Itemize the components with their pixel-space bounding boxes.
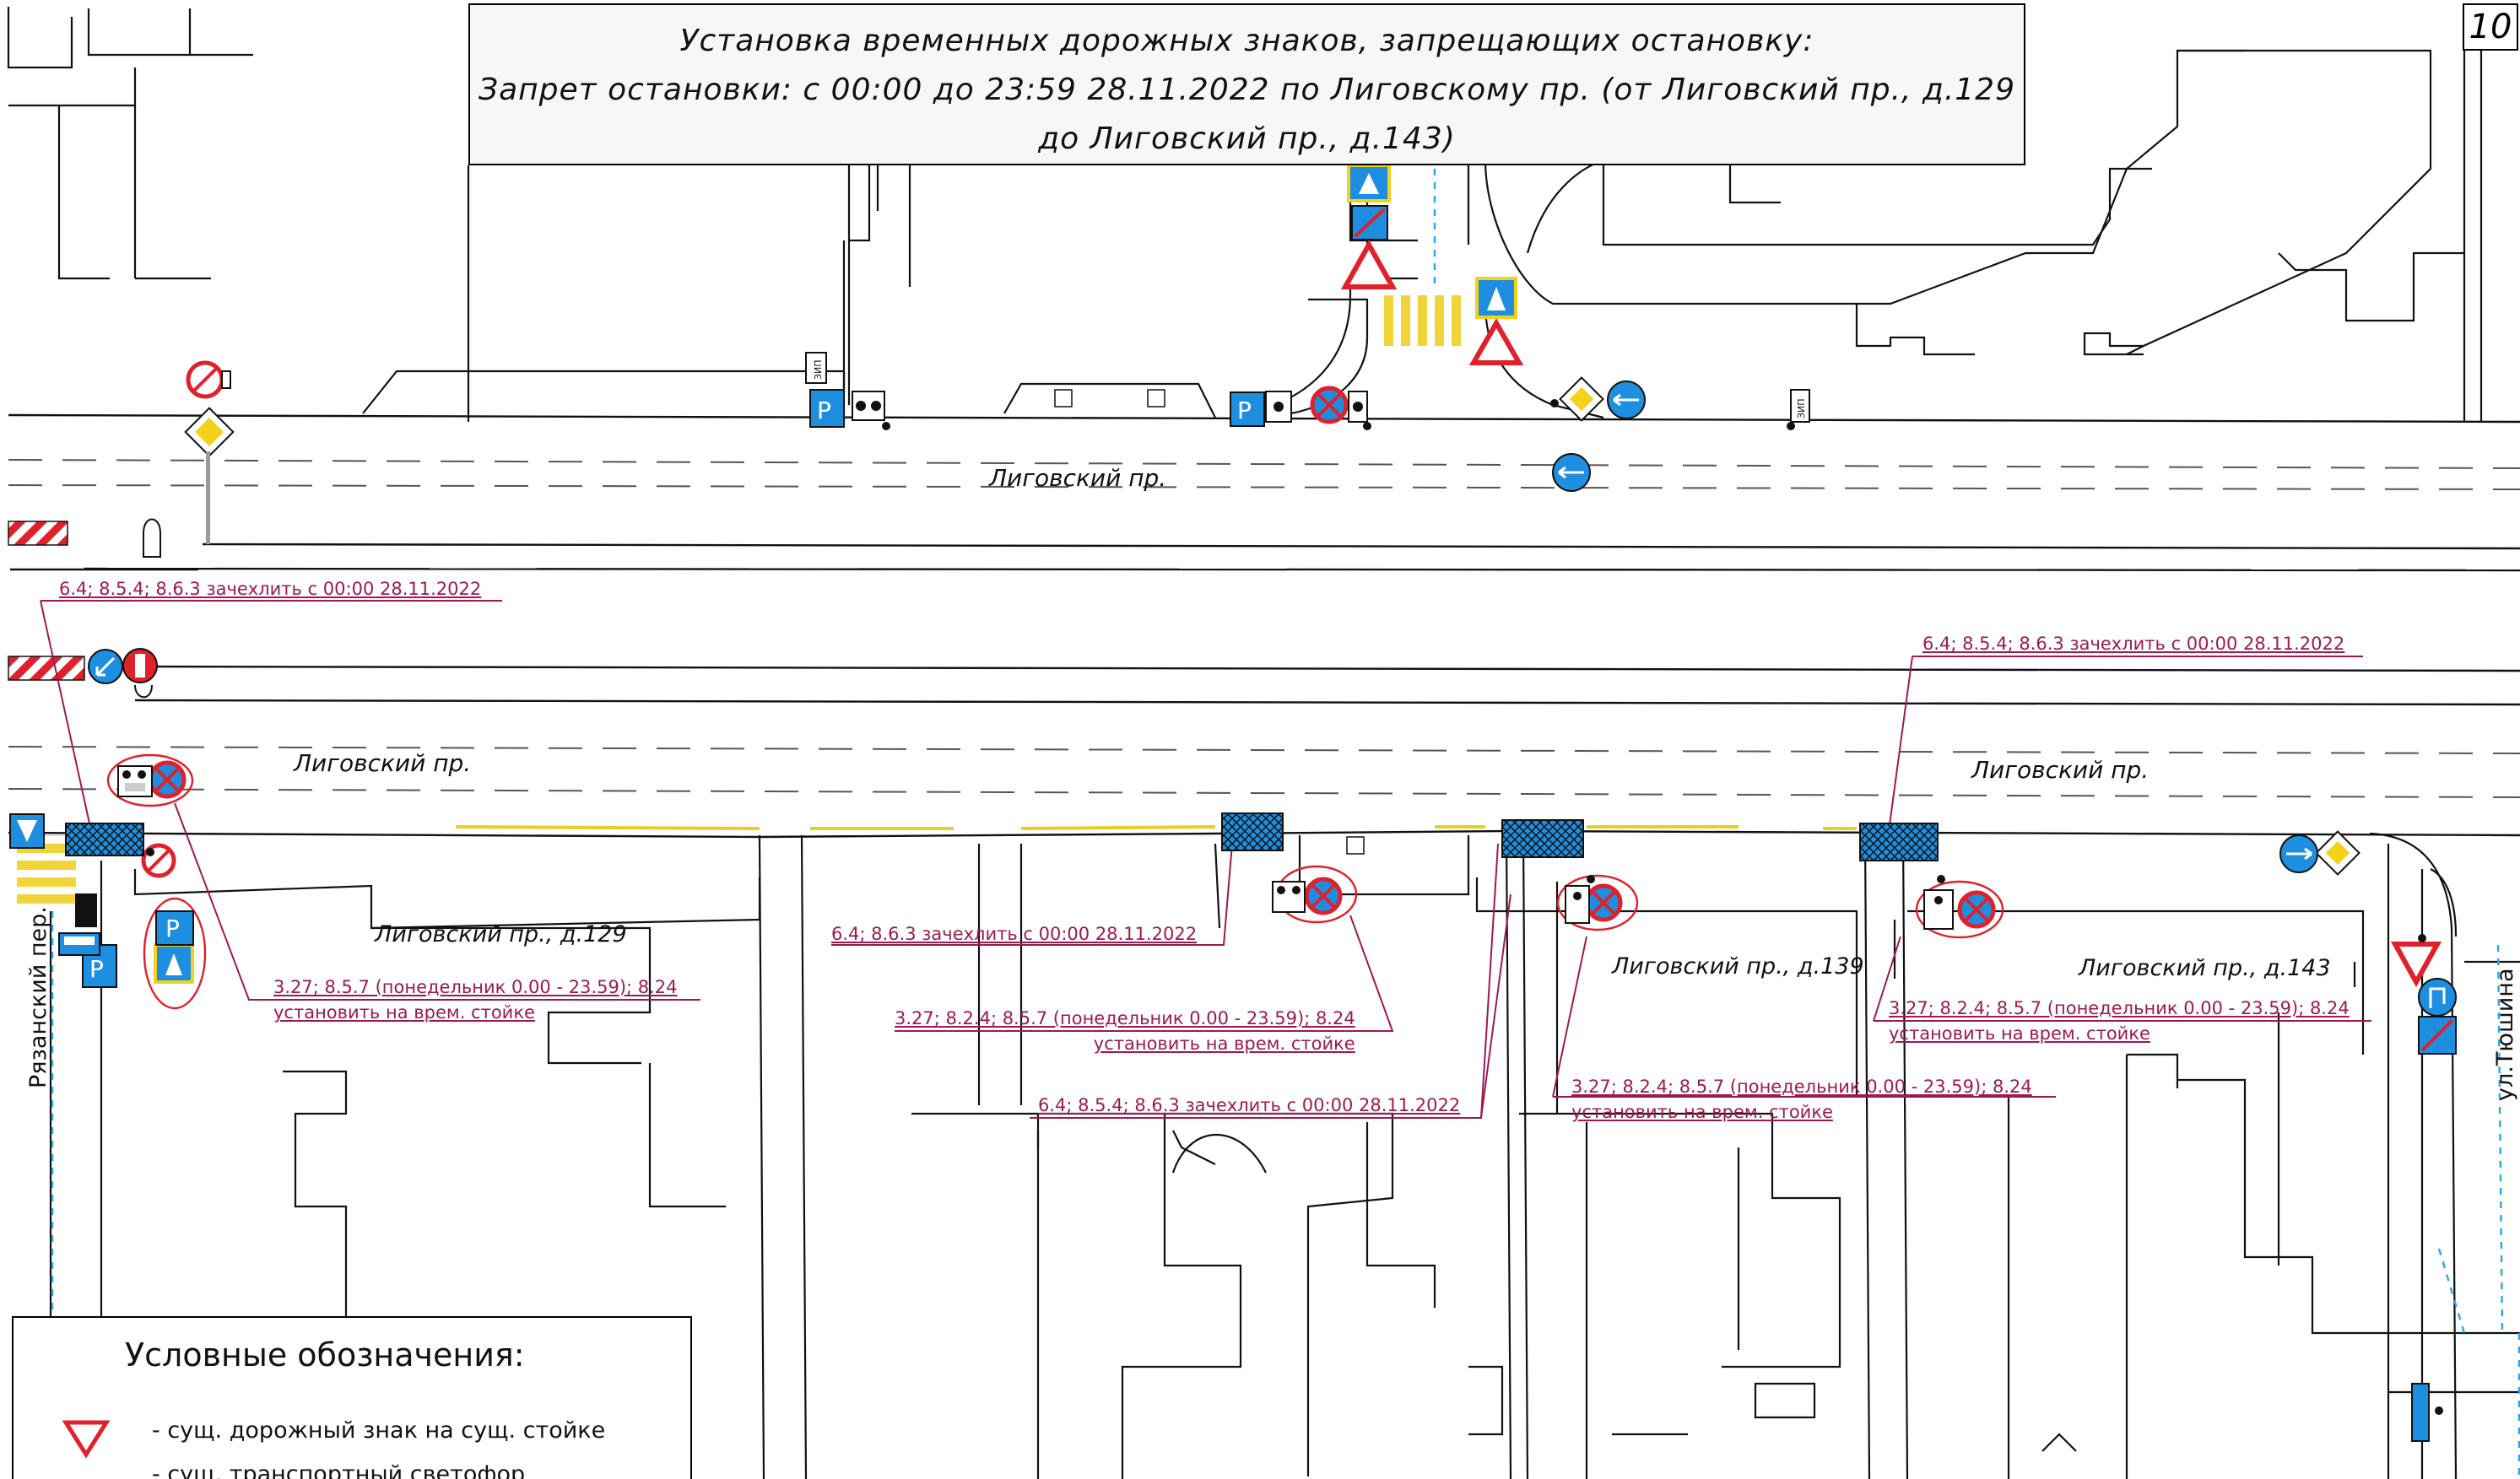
give-way-sign-icon bbox=[2390, 942, 2442, 988]
legend-box: Условные обозначения: - сущ. дорожный зн… bbox=[12, 1316, 692, 1479]
no-entry-sign-icon bbox=[122, 648, 158, 683]
street-label-middle-left: Лиговский пр. bbox=[294, 749, 472, 777]
note-cover-signs-139: 6.4; 8.5.4; 8.6.3 зачехлить с 00:00 28.1… bbox=[1038, 1095, 1461, 1115]
traffic-light-icon bbox=[65, 823, 144, 856]
crosswalk-sign-icon bbox=[1347, 164, 1391, 202]
sheet-number: 10 bbox=[2463, 3, 2518, 51]
no-entry-sign-icon bbox=[186, 360, 231, 399]
parking-sign-label: P bbox=[89, 955, 104, 983]
street-label-tyushina: ул.Тюшина bbox=[2492, 968, 2518, 1102]
traffic-light-icon bbox=[1272, 881, 1306, 913]
traffic-light-icon bbox=[1501, 819, 1584, 858]
note-install-129-line2: установить на врем. стойке bbox=[273, 1002, 535, 1023]
note-install-143: 3.27; 8.2.4; 8.5.7 (понедельник 0.00 - 2… bbox=[1889, 996, 2350, 1046]
no-stopping-sign-icon bbox=[1304, 877, 1343, 915]
legend-title: Условные обозначения: bbox=[125, 1336, 525, 1374]
crosswalk-sign-icon bbox=[1475, 277, 1517, 319]
highlight-ellipse-4 bbox=[1556, 874, 1639, 931]
building-label-143: Лиговский пр., д.143 bbox=[2079, 955, 2331, 981]
parking-sign-label: P bbox=[817, 397, 831, 424]
zip-box-icon: ЗИП bbox=[805, 352, 827, 384]
barrier-hatch-upper bbox=[8, 521, 68, 546]
note-install-139-line1: 3.27; 8.2.4; 8.5.7 (понедельник 0.00 - 2… bbox=[1571, 1077, 2032, 1097]
crosswalk-sign-icon bbox=[1351, 205, 1388, 240]
traffic-light-icon bbox=[1348, 391, 1368, 423]
traffic-light-icon bbox=[117, 765, 153, 797]
parking-sign-label: P bbox=[1237, 397, 1252, 424]
street-label-ryazansky: Рязанский пер. bbox=[25, 906, 51, 1088]
traffic-light-icon bbox=[852, 391, 885, 421]
building-label-129: Лиговский пр., д.129 bbox=[375, 921, 627, 947]
note-install-143-line1: 3.27; 8.2.4; 8.5.7 (понедельник 0.00 - 2… bbox=[1889, 998, 2350, 1018]
traffic-light-icon bbox=[1859, 823, 1939, 861]
crosswalk-top bbox=[1384, 295, 1468, 346]
crosswalk-left bbox=[17, 835, 76, 911]
priority-road-sign-icon bbox=[2315, 830, 2360, 876]
note-cover-signs-right: 6.4; 8.5.4; 8.6.3 зачехлить с 00:00 28.1… bbox=[1922, 634, 2345, 654]
title-line-3: до Лиговский пр., д.143) bbox=[1038, 121, 1456, 156]
highlight-ellipse-2 bbox=[143, 897, 207, 1010]
priority-road-sign-icon bbox=[184, 407, 235, 544]
title-line-1: Установка временных дорожных знаков, зап… bbox=[679, 24, 1814, 58]
title-box: Установка временных дорожных знаков, зап… bbox=[468, 3, 2025, 165]
give-way-sign-icon bbox=[1340, 239, 1398, 289]
parking-sign-icon bbox=[58, 932, 100, 956]
no-stopping-sign-icon bbox=[148, 760, 187, 799]
note-cover-signs-mid: 6.4; 8.6.3 зачехлить с 00:00 28.11.2022 bbox=[831, 924, 1198, 944]
legend-give-way-icon bbox=[62, 1420, 111, 1459]
no-entry-sign-icon bbox=[2418, 1016, 2457, 1055]
give-way-sign-icon bbox=[1468, 317, 1524, 365]
traffic-light-icon bbox=[1923, 889, 1954, 930]
no-stopping-sign-icon bbox=[1310, 386, 1349, 424]
legend-item-existing-traffic-light: - сущ. транспортный светофор bbox=[152, 1461, 526, 1479]
zip-label: ЗИП bbox=[813, 359, 824, 380]
street-label-top: Лиговский пр. bbox=[989, 464, 1167, 492]
street-label-middle-right: Лиговский пр. bbox=[1971, 756, 2150, 784]
note-install-mid-line1: 3.27; 8.2.4; 8.5.7 (понедельник 0.00 - 2… bbox=[895, 1008, 1355, 1028]
direction-arrow-sign-icon bbox=[2418, 978, 2457, 1017]
note-install-mid-line2: установить на врем. стойке bbox=[1093, 1034, 1355, 1054]
note-cover-signs-left: 6.4; 8.5.4; 8.6.3 зачехлить с 00:00 28.1… bbox=[59, 579, 482, 599]
highlight-ellipse-1 bbox=[106, 753, 194, 807]
no-stopping-sign-icon bbox=[1584, 883, 1623, 922]
traffic-light-icon bbox=[1565, 885, 1590, 924]
zip-box-icon: ЗИП bbox=[1790, 389, 1810, 423]
note-install-mid: 3.27; 8.2.4; 8.5.7 (понедельник 0.00 - 2… bbox=[895, 1006, 1355, 1056]
parking-sign-icon: P bbox=[809, 389, 845, 428]
note-install-143-line2: установить на врем. стойке bbox=[1889, 1023, 2150, 1044]
parking-sign-icon: P bbox=[155, 910, 194, 946]
utility-marker bbox=[2411, 1383, 2430, 1442]
direction-arrow-sign-icon bbox=[1607, 381, 1646, 419]
building-label-139: Лиговский пр., д.139 bbox=[1612, 953, 1864, 980]
parking-sign-icon: P bbox=[1230, 391, 1265, 427]
crosswalk-sign-icon bbox=[9, 813, 45, 849]
traffic-light-icon bbox=[1265, 391, 1292, 423]
legend-item-existing-sign: - сущ. дорожный знак на сущ. стойке bbox=[152, 1417, 606, 1444]
crosswalk-sign-icon bbox=[154, 943, 194, 984]
no-stopping-sign-icon bbox=[1957, 890, 1996, 929]
parking-sign-label: P bbox=[165, 915, 180, 942]
note-install-139-line2: установить на врем. стойке bbox=[1571, 1102, 1833, 1122]
barrier-hatch-lower bbox=[8, 656, 85, 681]
title-line-2: Запрет остановки: с 00:00 до 23:59 28.11… bbox=[479, 73, 2015, 107]
direction-arrow-sign-icon bbox=[88, 649, 123, 684]
priority-road-sign-icon bbox=[1559, 376, 1604, 422]
direction-arrow-sign-icon bbox=[1552, 453, 1591, 492]
traffic-light-icon bbox=[1221, 812, 1284, 851]
highlight-ellipse-5 bbox=[1915, 880, 2004, 939]
note-install-129-line1: 3.27; 8.5.7 (понедельник 0.00 - 23.59); … bbox=[273, 977, 678, 997]
note-install-139: 3.27; 8.2.4; 8.5.7 (понедельник 0.00 - 2… bbox=[1571, 1074, 2032, 1125]
direction-arrow-sign-icon bbox=[2279, 834, 2318, 873]
note-install-129: 3.27; 8.5.7 (понедельник 0.00 - 23.59); … bbox=[273, 974, 678, 1025]
zip-label: ЗИП bbox=[1796, 398, 1807, 418]
